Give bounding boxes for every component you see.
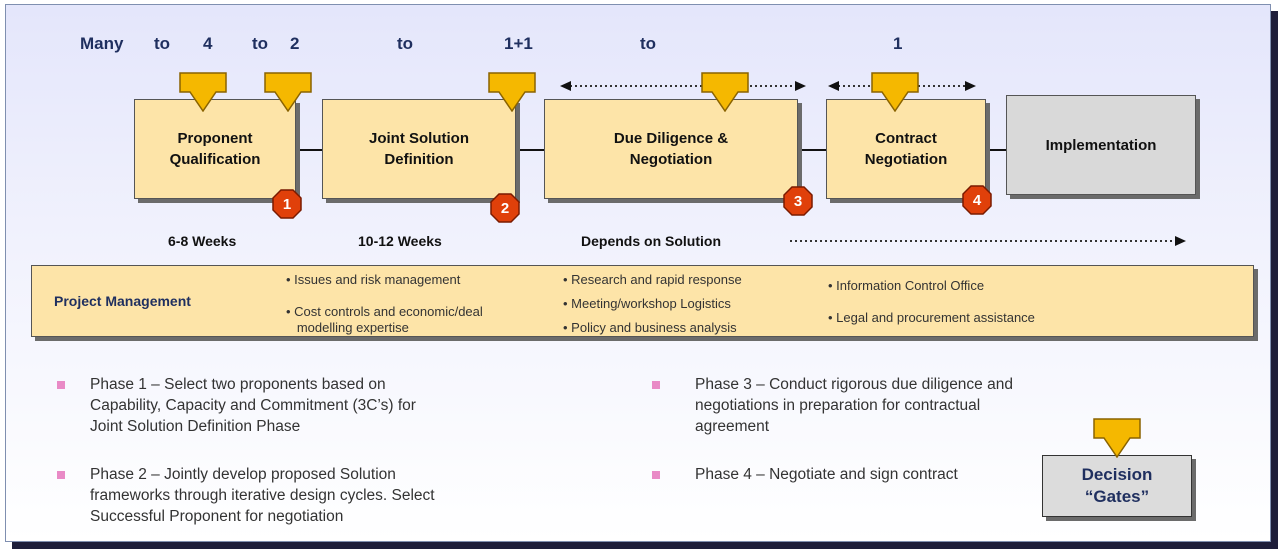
- connector-line: [986, 149, 1006, 151]
- count-to: to: [252, 34, 269, 53]
- phase-label: Definition: [384, 151, 454, 168]
- phase-number-badge: 3: [783, 186, 813, 216]
- decision-gates-legend: Decision “Gates”: [1042, 455, 1192, 517]
- phase-implementation: Implementation: [1006, 95, 1196, 195]
- legend-line: “Gates”: [1084, 487, 1150, 506]
- duration-label: 10-12 Weeks: [358, 233, 442, 249]
- decision-gate-icon: [264, 72, 312, 112]
- phase-label: Negotiation: [864, 151, 948, 168]
- count-many: Many: [80, 34, 124, 53]
- pm-item: • Information Control Office: [828, 278, 985, 293]
- phase-label: Due Diligence &: [613, 130, 729, 147]
- phase-number-badge: 2: [490, 193, 520, 223]
- phase-label: Negotiation: [629, 151, 713, 168]
- pm-item: • Issues and risk management: [286, 272, 461, 287]
- count-1: 1: [893, 34, 903, 53]
- connector-line: [296, 149, 322, 151]
- count-2: 2: [290, 34, 300, 53]
- count-to: to: [640, 34, 657, 53]
- phase-label: Implementation: [1045, 136, 1157, 154]
- decision-gate-icon: [871, 72, 919, 112]
- project-management-bar: Project Management • Issues and risk man…: [31, 265, 1254, 337]
- phase-number-badge: 4: [962, 185, 992, 215]
- count-1-plus-1: 1+1: [504, 34, 533, 53]
- bullet-icon: [652, 471, 660, 479]
- phase-number-badge: 1: [272, 189, 302, 219]
- pm-item: • Policy and business analysis: [563, 320, 737, 335]
- decision-gate-icon: [701, 72, 749, 112]
- duration-label: Depends on Solution: [581, 233, 721, 249]
- decision-gate-icon: [488, 72, 536, 112]
- count-4: 4: [203, 34, 213, 53]
- pm-item: • Legal and procurement assistance: [828, 310, 1035, 325]
- count-to: to: [397, 34, 414, 53]
- bullet-icon: [57, 471, 65, 479]
- connector-line: [798, 149, 826, 151]
- pm-item: • Meeting/workshop Logistics: [563, 296, 731, 311]
- phase-label: Proponent: [177, 130, 253, 147]
- phase-description: Phase 1 – Select two proponents based on…: [90, 376, 416, 435]
- pm-item: • Research and rapid response: [563, 272, 742, 287]
- phase-due-diligence-negotiation: Due Diligence & Negotiation: [544, 99, 798, 199]
- legend-line: Decision: [1081, 465, 1153, 484]
- duration-label: 6-8 Weeks: [168, 233, 237, 249]
- bullet-icon: [57, 381, 65, 389]
- decision-gate-icon: [179, 72, 227, 112]
- pm-item: • Cost controls and economic/deal modell…: [286, 304, 483, 335]
- phase-description: Phase 3 – Conduct rigorous due diligence…: [695, 376, 1013, 435]
- project-management-title: Project Management: [54, 293, 191, 309]
- phase-description: Phase 4 – Negotiate and sign contract: [695, 466, 958, 483]
- bullet-icon: [652, 381, 660, 389]
- count-to: to: [154, 34, 171, 53]
- phase-label: Joint Solution: [369, 130, 469, 147]
- phase-label: Qualification: [169, 151, 261, 168]
- phase-label: Contract: [875, 130, 937, 147]
- connector-line: [516, 149, 544, 151]
- phase-description: Phase 2 – Jointly develop proposed Solut…: [90, 466, 435, 525]
- decision-gate-icon: [1093, 418, 1141, 458]
